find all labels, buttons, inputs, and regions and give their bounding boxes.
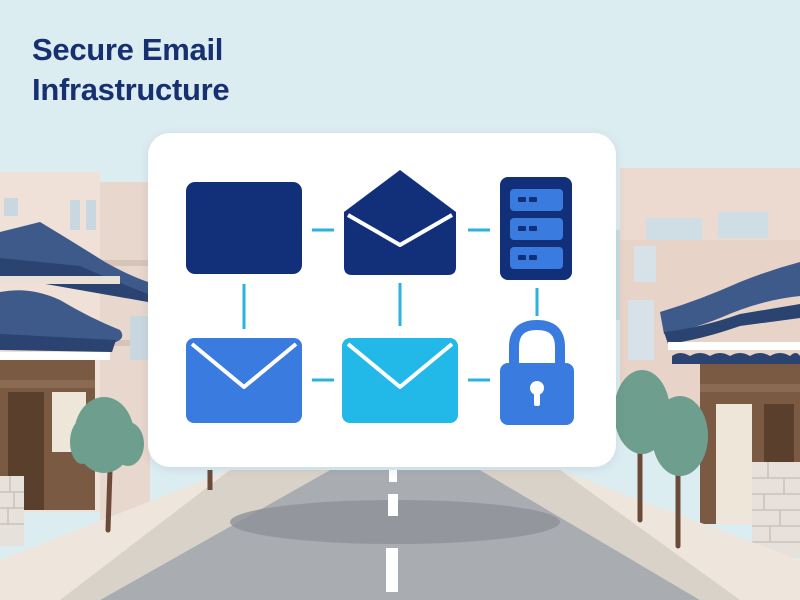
server-icon [500, 177, 572, 280]
right-hanok [660, 262, 800, 558]
open-envelope-icon [344, 170, 456, 275]
tree-left [70, 397, 144, 533]
connector-lines [242, 228, 539, 382]
title-line-2: Infrastructure [32, 72, 230, 107]
shadow [230, 500, 560, 544]
title-line-1: Secure Email [32, 32, 224, 67]
left-hanok [0, 222, 148, 546]
tree-right [614, 370, 708, 549]
diagram-card [148, 133, 616, 467]
page-title: Secure Email Infrastructure [32, 30, 352, 110]
envelope-icon [342, 338, 458, 423]
envelope-icon [186, 338, 302, 423]
padlock-icon [500, 319, 574, 425]
window-icon [186, 182, 302, 274]
